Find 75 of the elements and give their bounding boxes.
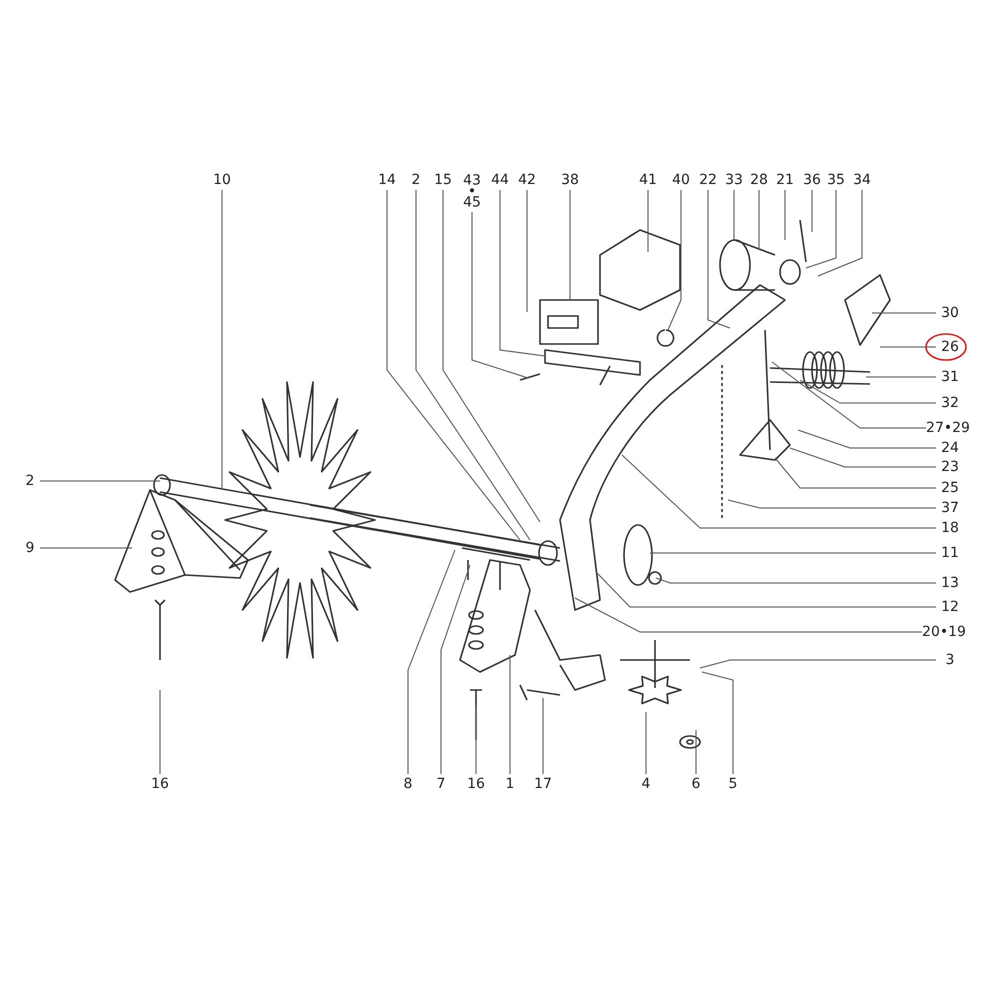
callout-number: 16 — [151, 777, 169, 791]
callout-number: 32 — [941, 396, 959, 410]
callout-number: 37 — [941, 501, 959, 515]
leader-line — [622, 454, 936, 528]
callout-number: 5 — [728, 777, 738, 791]
callout-number: 38 — [561, 173, 579, 187]
callout-number: 12 — [941, 600, 959, 614]
callout-number: 36 — [803, 173, 821, 187]
callout-number: 17 — [534, 777, 552, 791]
callout-number: 42 — [518, 173, 536, 187]
callout-number: 31 — [941, 370, 959, 384]
callout-number: 35 — [827, 173, 845, 187]
callout-number: 7 — [436, 777, 446, 791]
callout-number: 2 — [26, 474, 34, 488]
callout-number: 41 — [639, 173, 657, 187]
leader-line — [574, 598, 922, 632]
callout-number: 4 — [642, 777, 650, 791]
callout-number: 27•29 — [926, 421, 970, 435]
leader-line — [728, 500, 936, 508]
leader-line — [650, 552, 936, 554]
leader-line — [866, 376, 936, 378]
leader-line — [542, 698, 544, 774]
leader-line — [700, 660, 936, 668]
callout-number: 11 — [941, 546, 959, 560]
leader-line — [40, 480, 160, 482]
leader-line — [596, 572, 936, 608]
callout-number: 40 — [672, 173, 690, 187]
callout-number: 6 — [692, 777, 700, 791]
callout-number: 18 — [941, 521, 959, 535]
leader-line — [790, 448, 936, 468]
callout-number: 25 — [941, 481, 959, 495]
leader-line — [472, 212, 528, 378]
leader-line — [668, 190, 682, 330]
callout-number: 26 — [941, 340, 959, 354]
leader-line — [656, 578, 936, 584]
callout-number: 33 — [725, 173, 743, 187]
leader-line — [800, 380, 936, 404]
leader-line — [708, 190, 730, 328]
leader-line — [798, 430, 936, 448]
leader-line — [774, 458, 936, 488]
leader-line — [526, 190, 528, 312]
leader-line — [880, 346, 936, 348]
callout-number: 23 — [941, 460, 959, 474]
callout-number: 8 — [404, 777, 412, 791]
leader-line — [784, 190, 786, 240]
callout-number: 22 — [699, 173, 717, 187]
callout-number: 44 — [491, 173, 509, 187]
leader-line — [818, 190, 862, 276]
callout-number: 15 — [434, 173, 452, 187]
callout-number: 10 — [213, 173, 231, 187]
leader-line — [386, 190, 520, 540]
callout-number: 34 — [853, 173, 871, 187]
callout-number: 13 — [941, 576, 959, 590]
callout-number: 43 • 45 — [462, 176, 482, 208]
callout-number: 14 — [378, 173, 396, 187]
leader-line — [702, 672, 734, 774]
callout-number: 24 — [941, 441, 959, 455]
callout-number: 3 — [946, 653, 954, 667]
callout-number: 28 — [750, 173, 768, 187]
leader-line — [758, 190, 760, 250]
callout-number: 20•19 — [922, 625, 966, 639]
leader-line — [872, 312, 936, 314]
leader-line — [416, 190, 530, 540]
leader-line — [440, 564, 470, 774]
leader-line — [806, 190, 836, 268]
callout-number: 1 — [506, 777, 514, 791]
callout-number: 9 — [26, 541, 34, 555]
callout-number: 16 — [467, 777, 485, 791]
callout-number: 2 — [412, 173, 420, 187]
leader-line — [408, 550, 456, 774]
leader-line — [772, 362, 926, 428]
callout-number: 30 — [941, 306, 959, 320]
leader-line — [442, 190, 540, 522]
leader-line — [500, 190, 546, 356]
callout-number: 21 — [776, 173, 794, 187]
